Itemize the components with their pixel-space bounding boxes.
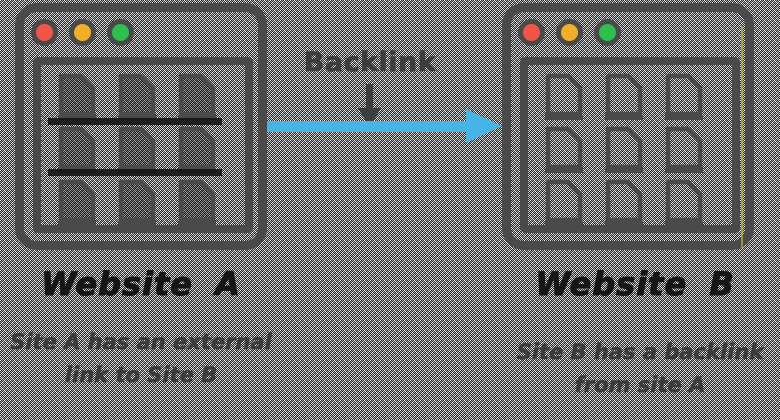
page-icon [545,126,583,173]
traffic-lights-b [518,19,621,46]
page-icon [58,179,96,225]
page-icon [178,126,216,173]
page-icon [605,73,643,120]
page-icon [58,73,96,120]
traffic-lights-a [31,19,134,46]
backlink-label: Backlink [303,47,437,79]
page-icon [118,73,156,120]
page-icon [118,126,156,173]
caption-line: link to Site B [64,363,218,388]
backlink-arrowhead-icon [466,109,502,143]
website-a-title: Website A [41,265,241,304]
traffic-light-green-icon [594,19,621,46]
page-icon [665,73,703,120]
window-a-content-grid [33,57,253,233]
page-icon [545,179,583,225]
page-icon [178,73,216,120]
traffic-light-red-icon [518,19,545,46]
page-icon [118,179,156,225]
page-icon [605,179,643,225]
traffic-light-yellow-icon [556,19,583,46]
website-a-caption: Site A has an external link to Site B [8,326,274,392]
page-icon [665,179,703,225]
caption-line: Site A has an external [10,330,272,355]
window-b-content-grid [520,57,740,233]
caption-line: Site B has a backlink [516,340,764,365]
page-icon [545,73,583,120]
yellow-accent-line [741,26,743,248]
page-icon [58,126,96,173]
text-line-bar [48,118,222,125]
caption-line: from site A [574,373,706,398]
website-b-title: Website B [535,265,735,304]
traffic-light-green-icon [107,19,134,46]
traffic-light-yellow-icon [69,19,96,46]
browser-window-b [502,3,754,250]
page-icon [665,126,703,173]
text-line-bar [48,169,222,176]
traffic-light-red-icon [31,19,58,46]
page-icon [178,179,216,225]
page-icon [605,126,643,173]
backlink-arrow-icon [267,121,468,132]
down-arrow-icon [358,84,381,127]
website-b-caption: Site B has a backlink from site A [507,336,773,402]
browser-window-a [15,3,267,250]
